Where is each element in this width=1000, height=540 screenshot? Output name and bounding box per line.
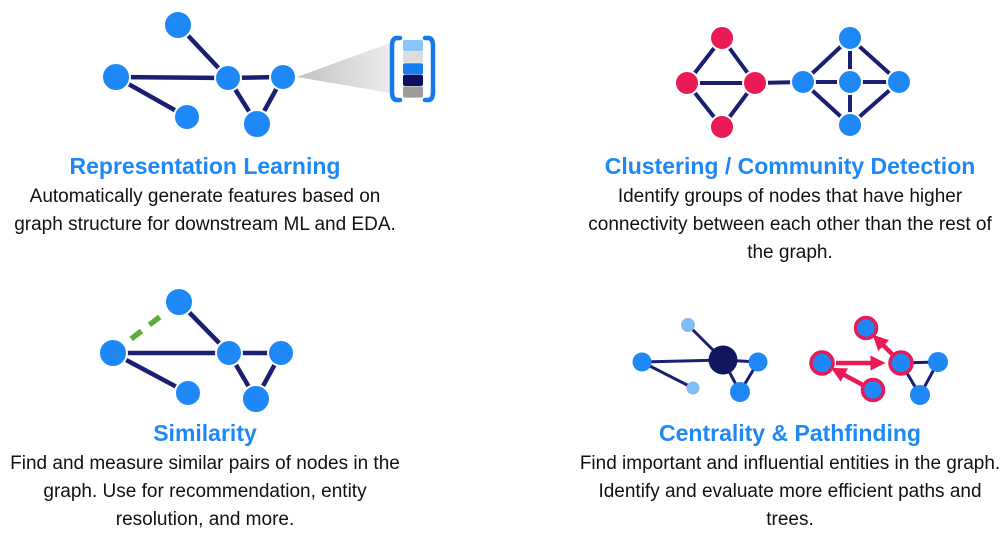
graph-node <box>98 338 128 368</box>
panel-description: Automatically generate features based on… <box>14 186 396 235</box>
panel-clustering-community-detection: Clustering / Community Detection Identif… <box>578 152 1000 267</box>
path-arrow <box>830 367 865 387</box>
graph-nodes <box>98 287 295 414</box>
panel-title: Similarity <box>153 420 257 446</box>
graph-node <box>837 25 863 51</box>
graph-node-highlighted <box>809 350 835 376</box>
feature-vector-bars <box>403 40 423 98</box>
plain-nodes <box>910 352 948 405</box>
graph-node <box>837 69 863 95</box>
graph-node <box>790 69 816 95</box>
panel-description: Identify groups of nodes that have highe… <box>588 186 992 263</box>
graph-node-highlighted <box>853 315 879 341</box>
graph-node <box>910 385 930 405</box>
projection-cone <box>297 43 390 93</box>
panel-description: Find and measure similar pairs of nodes … <box>10 453 400 530</box>
panel-representation-learning: Representation Learning Automatically ge… <box>5 152 405 239</box>
graph-node <box>267 339 295 367</box>
panel-title: Clustering / Community Detection <box>604 153 976 179</box>
panel-centrality-pathfinding: Centrality & Pathfinding Find important … <box>578 419 1000 534</box>
path-highlighted-nodes <box>809 315 914 403</box>
graph-node <box>709 25 735 51</box>
graph-node-highlighted <box>860 377 886 403</box>
graph-node <box>173 103 201 131</box>
graph-node-small <box>686 381 700 395</box>
centrality-subgraph <box>632 318 768 402</box>
graph-node <box>886 69 912 95</box>
graph-node <box>269 63 297 91</box>
graph-edges <box>641 323 760 393</box>
left-bracket-icon <box>389 35 403 103</box>
path-arrow <box>872 334 894 356</box>
graph-node-small <box>681 318 695 332</box>
graph-node <box>163 10 193 40</box>
graph-node-highlighted <box>888 350 914 376</box>
blue-community-nodes <box>790 25 912 138</box>
graph-node <box>709 114 735 140</box>
feature-vector-icon <box>389 35 436 103</box>
graph-node <box>164 287 194 317</box>
panel-title: Centrality & Pathfinding <box>659 420 921 446</box>
graph-nodes <box>101 10 297 139</box>
right-bracket-icon <box>422 35 436 103</box>
graph-node <box>174 379 202 407</box>
similarity-graphic <box>98 287 295 414</box>
graph-node <box>928 352 948 372</box>
graph-node <box>837 112 863 138</box>
graph-node <box>674 70 700 96</box>
clustering-graphic <box>674 25 912 140</box>
graph-node <box>242 109 272 139</box>
path-arrows <box>830 334 894 387</box>
graph-node <box>742 70 768 96</box>
graph-node <box>101 62 131 92</box>
graph-node <box>214 64 242 92</box>
graph-node <box>215 339 243 367</box>
panel-similarity: Similarity Find and measure similar pair… <box>5 419 405 534</box>
representation-learning-graphic <box>101 10 436 139</box>
red-community-nodes <box>674 25 768 140</box>
graph-node <box>730 382 750 402</box>
graph-node <box>748 352 768 372</box>
centrality-pathfinding-graphic <box>632 315 948 405</box>
panel-title: Representation Learning <box>69 153 341 179</box>
graph-node <box>241 384 271 414</box>
graph-node <box>632 352 652 372</box>
panel-description: Find important and influential entities … <box>579 453 1000 530</box>
pathfinding-subgraph <box>809 315 948 405</box>
central-node <box>708 345 738 375</box>
